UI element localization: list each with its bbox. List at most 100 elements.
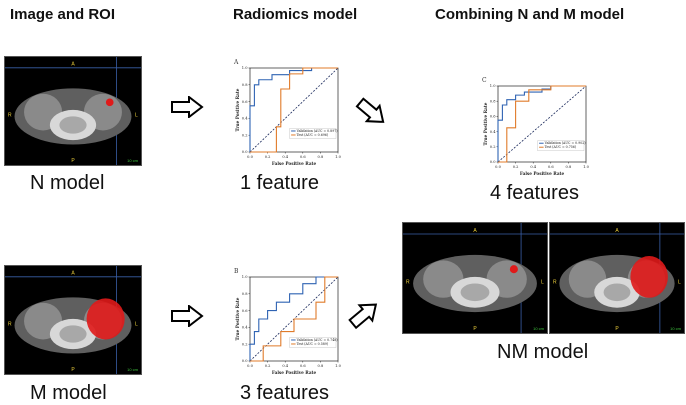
legend-entry: Validation (AUC = 0.748) (296, 338, 338, 342)
roi-region (86, 298, 125, 340)
orientation-top-label: A (71, 62, 75, 68)
arrow-right-icon (170, 96, 204, 118)
x-tick-label: 0.0 (247, 364, 253, 368)
y-tick-label: 0.6 (490, 115, 496, 119)
y-tick-label: 1.0 (242, 66, 248, 70)
x-tick-label: 0.2 (513, 165, 519, 169)
arrow-up-right-icon (348, 298, 382, 332)
x-tick-label: 0.0 (247, 155, 253, 159)
legend-entry: Test (AUC = 0.756) (545, 145, 576, 149)
roi-lesion (509, 265, 518, 274)
x-tick-label: 0.4 (282, 364, 288, 368)
y-tick-label: 0.0 (242, 150, 248, 154)
header-combining-model: Combining N and M model (435, 6, 625, 23)
y-tick-label: 0.2 (242, 133, 248, 137)
orientation-top-label: A (473, 228, 477, 234)
y-tick-label: 0.4 (242, 326, 248, 330)
validation-roc-line (249, 67, 338, 152)
orientation-right-label: L (135, 112, 138, 118)
legend-box (537, 140, 585, 151)
y-tick-label: 0.4 (490, 130, 496, 134)
mri-nm-model-left: A R L P 10 cm (402, 222, 548, 334)
heart-inner (460, 283, 490, 302)
panel-letter: A (233, 59, 239, 66)
legend-entry: Validation (AUC = 0.897) (296, 129, 338, 133)
orientation-top-label: A (615, 228, 619, 234)
panel-letter: B (234, 268, 239, 275)
legend-entry: Test (AUC = 0.589) (297, 342, 328, 346)
label-n-model: N model (30, 172, 105, 194)
orientation-bottom-label: P (615, 326, 619, 332)
label-m-model: M model (30, 382, 107, 404)
heart-inner (59, 325, 87, 343)
x-tick-label: 0.0 (495, 165, 501, 169)
orientation-right-label: L (541, 280, 544, 286)
validation-roc-line (249, 276, 338, 361)
x-tick-label: 0.8 (318, 155, 324, 159)
arrow-right-icon (170, 305, 204, 327)
legend-entry: Validation (AUC = 0.902) (544, 141, 586, 145)
orientation-left-label: R (8, 321, 12, 327)
legend-entry: Test (AUC = 0.696) (297, 133, 328, 137)
x-tick-label: 0.4 (530, 165, 536, 169)
orientation-left-label: R (406, 280, 410, 286)
x-tick-label: 1.0 (335, 364, 341, 368)
legend-box (289, 337, 337, 348)
heart-inner (603, 283, 631, 302)
x-tick-label: 0.2 (265, 155, 271, 159)
orientation-right-label: L (135, 321, 138, 327)
orientation-bottom-label: P (71, 158, 75, 164)
panel-letter: C (482, 77, 487, 84)
label-nm-features: 4 features (490, 182, 579, 204)
scale-label: 10 cm (533, 326, 545, 331)
y-tick-label: 0.8 (242, 292, 248, 296)
y-axis-label: True Positive Rate (235, 88, 240, 131)
x-tick-label: 0.8 (318, 364, 324, 368)
x-tick-label: 0.4 (282, 155, 288, 159)
x-tick-label: 0.6 (548, 165, 554, 169)
orientation-bottom-label: P (473, 326, 477, 332)
x-tick-label: 0.2 (265, 364, 271, 368)
y-tick-label: 0.0 (242, 359, 248, 363)
y-tick-label: 1.0 (242, 275, 248, 279)
orientation-bottom-label: P (71, 367, 75, 373)
x-tick-label: 1.0 (335, 155, 341, 159)
x-tick-label: 1.0 (583, 165, 589, 169)
mri-nm-model-right: A R L P 10 cm (549, 222, 685, 334)
x-tick-label: 0.6 (300, 155, 306, 159)
y-tick-label: 0.8 (490, 99, 496, 103)
orientation-right-label: L (678, 280, 681, 286)
y-axis-label: True Positive Rate (235, 297, 240, 340)
chance-diagonal (249, 67, 339, 153)
x-axis-label: False Positive Rate (520, 171, 565, 176)
orientation-top-label: A (71, 271, 75, 277)
chance-diagonal (497, 85, 587, 163)
y-tick-label: 0.0 (490, 160, 496, 164)
x-axis-label: False Positive Rate (272, 370, 317, 375)
header-image-roi: Image and ROI (10, 6, 116, 23)
test-roc-line (250, 276, 338, 362)
y-tick-label: 0.4 (242, 117, 248, 121)
validation-roc-line (497, 85, 586, 162)
scale-label: 10 cm (127, 158, 139, 163)
y-tick-label: 0.6 (242, 100, 248, 104)
x-tick-label: 0.6 (300, 364, 306, 368)
scale-label: 10 cm (670, 326, 682, 331)
legend-box (289, 128, 337, 139)
label-nm-model: NM model (497, 341, 589, 363)
plot-frame (249, 276, 339, 362)
test-roc-line (250, 67, 338, 153)
y-tick-label: 0.2 (242, 342, 248, 346)
label-m-features: 3 features (240, 382, 329, 404)
orientation-left-label: R (553, 280, 557, 286)
test-roc-line (498, 85, 586, 163)
label-n-features: 1 feature (240, 172, 319, 194)
y-axis-label: True Positive Rate (483, 102, 488, 145)
x-tick-label: 0.8 (566, 165, 572, 169)
y-tick-label: 0.6 (242, 309, 248, 313)
mri-m-model: A R L P 10 cm (4, 265, 142, 375)
scale-label: 10 cm (127, 367, 139, 372)
